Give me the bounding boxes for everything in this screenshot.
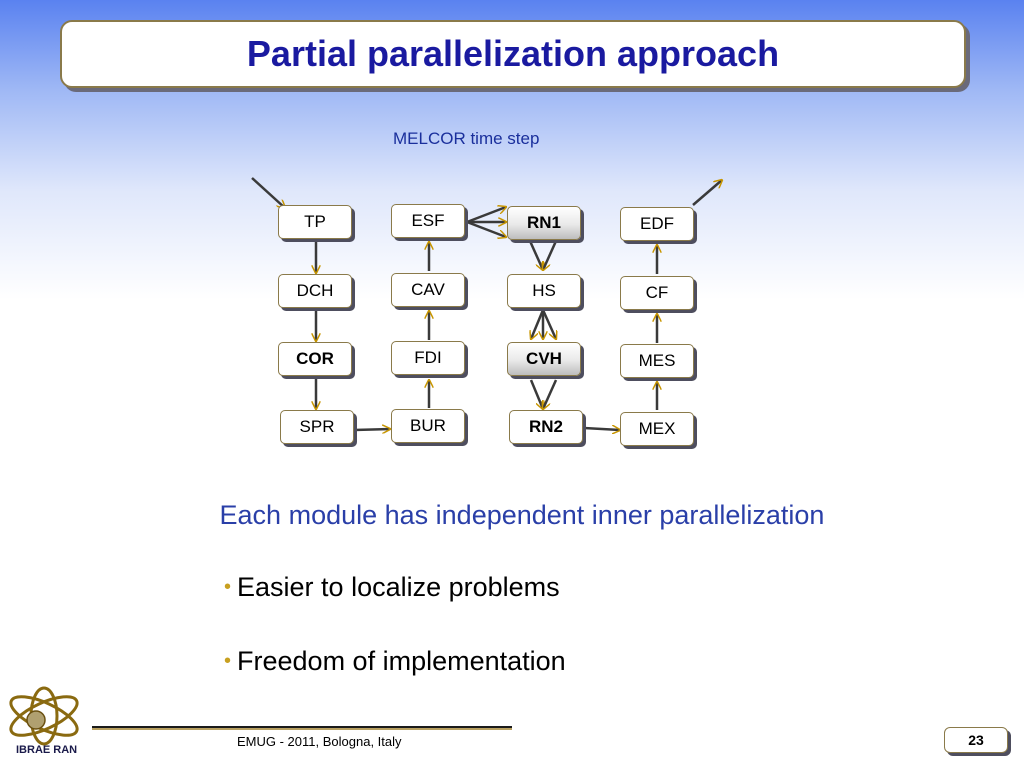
slide-title: Partial parallelization approach (246, 33, 780, 74)
module-mex: MEX (620, 412, 694, 446)
exit-arrow (692, 180, 722, 206)
bullet-dot-icon: • (224, 576, 232, 598)
bullet-text: Freedom of implementation (237, 646, 566, 676)
arrow-cvh-rn2-b (543, 379, 558, 409)
module-rn1: RN1 (507, 206, 581, 240)
arrow-esf-rn1-c (466, 220, 506, 237)
arrow-spr-bur (353, 429, 390, 430)
module-dch: DCH (278, 274, 352, 308)
module-esf: ESF (391, 204, 465, 238)
logo-text: IBRAE RAN (16, 744, 78, 756)
arrow-esf-rn1-a (466, 207, 506, 224)
bullet-dot-icon: • (224, 650, 232, 672)
module-edf: EDF (620, 207, 694, 241)
module-mes: MES (620, 344, 694, 378)
module-bur: BUR (391, 409, 465, 443)
module-tp: TP (278, 205, 352, 239)
arrow-rn1-hs-b (543, 240, 558, 270)
arrow-rn2-mex (583, 428, 620, 430)
module-rn2: RN2 (509, 410, 583, 444)
footer-conference: EMUG - 2011, Bologna, Italy (237, 734, 402, 749)
module-cor: COR (278, 342, 352, 376)
page-number: 23 (944, 727, 1008, 753)
arrow-hs-cvh-c (541, 309, 556, 339)
module-fdi: FDI (391, 341, 465, 375)
arrow-hs-cvh-a (531, 309, 545, 339)
entry-arrow (251, 177, 285, 208)
title-box: Partial parallelization approach (60, 20, 966, 88)
module-hs: HS (507, 274, 581, 308)
subtitle: Each module has independent inner parall… (219, 500, 825, 530)
module-cav: CAV (391, 273, 465, 307)
module-cvh: CVH (507, 342, 581, 376)
bullet-text: Easier to localize problems (237, 572, 560, 602)
arrow-cvh-rn2-a (529, 379, 543, 409)
diagram-caption: MELCOR time step (393, 129, 540, 148)
arrow-rn1-hs-a (528, 240, 543, 270)
bullet-item: • Easier to localize problems (224, 572, 560, 603)
module-cf: CF (620, 276, 694, 310)
atom-logo-icon (9, 686, 79, 746)
footer-divider (92, 726, 512, 728)
bullet-item: • Freedom of implementation (224, 646, 566, 677)
module-spr: SPR (280, 410, 354, 444)
